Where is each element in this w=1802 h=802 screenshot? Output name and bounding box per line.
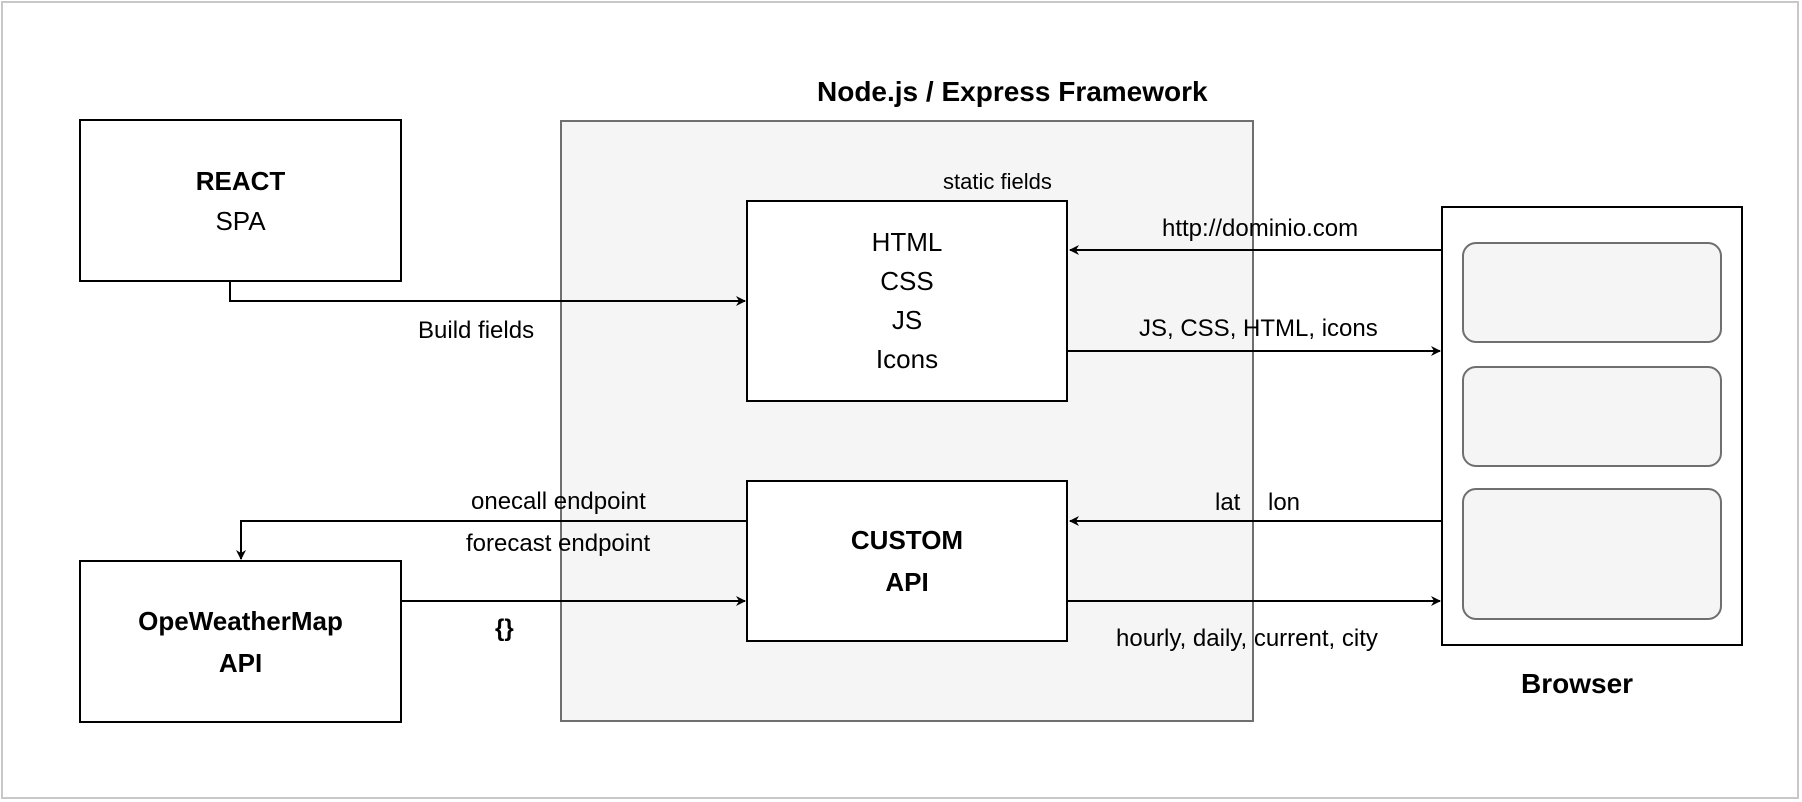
- owm-line1: OpeWeatherMap: [138, 605, 343, 636]
- browser-panel-3: [1462, 488, 1722, 620]
- owm-line2: API: [218, 647, 263, 678]
- label-json: {}: [495, 615, 514, 642]
- label-lat: lat: [1215, 489, 1241, 516]
- static-line-css: CSS: [880, 266, 934, 296]
- custom-api-line2: API: [885, 567, 929, 597]
- label-url: http://dominio.com: [1162, 215, 1359, 242]
- container-title: Node.js / Express Framework: [817, 76, 1208, 107]
- label-lon: lon: [1268, 489, 1301, 516]
- endpoint-request-arrow: [236, 520, 746, 560]
- label-static-fields: static fields: [943, 169, 1052, 194]
- label-build-fields: Build fields: [418, 317, 535, 344]
- static-line-icons: Icons: [875, 344, 939, 374]
- custom-api-line1: CUSTOM: [850, 525, 964, 555]
- static-line-html: HTML: [871, 227, 943, 257]
- browser-panel-1: [1462, 242, 1722, 343]
- label-response-data: hourly, daily, current, city: [1116, 625, 1378, 652]
- react-title: REACT: [195, 165, 286, 196]
- browser-window: [1441, 206, 1743, 646]
- build-arrow: [229, 282, 746, 306]
- label-onecall-endpoint: onecall endpoint: [471, 488, 646, 515]
- react-spa-box: REACT SPA: [79, 119, 402, 282]
- openweathermap-api-box: OpeWeatherMap API: [79, 560, 402, 723]
- label-assets: JS, CSS, HTML, icons: [1139, 315, 1378, 342]
- react-subtitle: SPA: [215, 205, 266, 236]
- browser-panel-2: [1462, 366, 1722, 467]
- browser-label: Browser: [1521, 668, 1634, 699]
- static-line-js: JS: [891, 305, 923, 335]
- custom-api-box: CUSTOM API: [746, 480, 1068, 642]
- static-files-box: HTML CSS JS Icons: [746, 200, 1068, 402]
- label-forecast-endpoint: forecast endpoint: [466, 530, 651, 557]
